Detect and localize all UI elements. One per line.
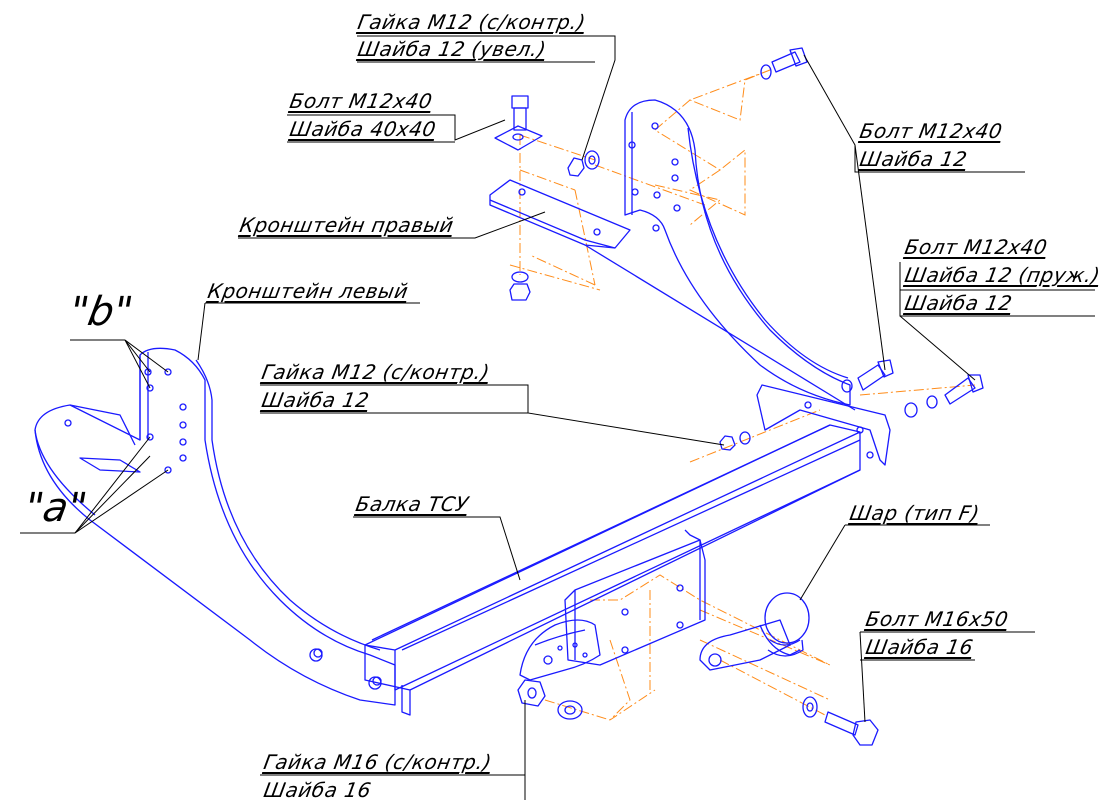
label-nut-m12-top: Гайка М12 (с/контр.): [355, 10, 588, 34]
beam-shape: [364, 384, 891, 716]
label-washer-12-mid: Шайба 12: [259, 388, 372, 412]
label-washer-12-enlarged: Шайба 12 (увел.): [355, 37, 549, 61]
label-bolt-m12x40-b: Болт М12х40: [857, 119, 1005, 143]
nut-washer-top-shape: [567, 150, 600, 177]
label-bracket-right: Кронштейн правый: [237, 213, 456, 237]
left-bracket-shape: [34, 347, 396, 706]
part-outlines: [34, 47, 984, 746]
bolt-top-right-shape: [760, 47, 808, 80]
label-bolt-m12x40-a: Болт М12х40: [287, 89, 435, 113]
leader-lines: [20, 35, 1095, 800]
label-washer-16-a: Шайба 16: [863, 635, 976, 659]
bolt-washer-40-shape: [494, 95, 543, 151]
nut-washer-m16-shape: [517, 679, 583, 720]
label-tow-ball: Шар (тип F): [847, 501, 982, 525]
label-washer-40x40: Шайба 40х40: [287, 117, 438, 141]
label-bolt-m16x50: Болт М16х50: [863, 607, 1011, 631]
mark-a: "a": [20, 485, 91, 531]
label-washer-12-c: Шайба 12: [902, 291, 1015, 315]
tow-ball-shape: [699, 592, 810, 671]
right-bracket-shape: [489, 99, 856, 411]
label-beam: Балка ТСУ: [353, 492, 471, 516]
label-nut-m12-mid: Гайка М12 (с/контр.): [259, 360, 492, 384]
label-washer-12-b: Шайба 12: [857, 147, 970, 171]
label-washer-16-b: Шайба 16: [261, 778, 374, 802]
nut-washer-mid-shape: [509, 271, 751, 451]
label-bolt-m12x40-c: Болт М12х40: [902, 235, 1050, 259]
label-bracket-left: Кронштейн левый: [205, 279, 411, 303]
label-washer-12-spring: Шайба 12 (пруж.): [902, 263, 1099, 287]
label-nut-m16: Гайка М16 (с/контр.): [261, 750, 494, 774]
mark-b: "b": [65, 289, 137, 335]
bolt-m16-shape: [802, 696, 879, 746]
right-bolts-shape: [841, 359, 984, 418]
